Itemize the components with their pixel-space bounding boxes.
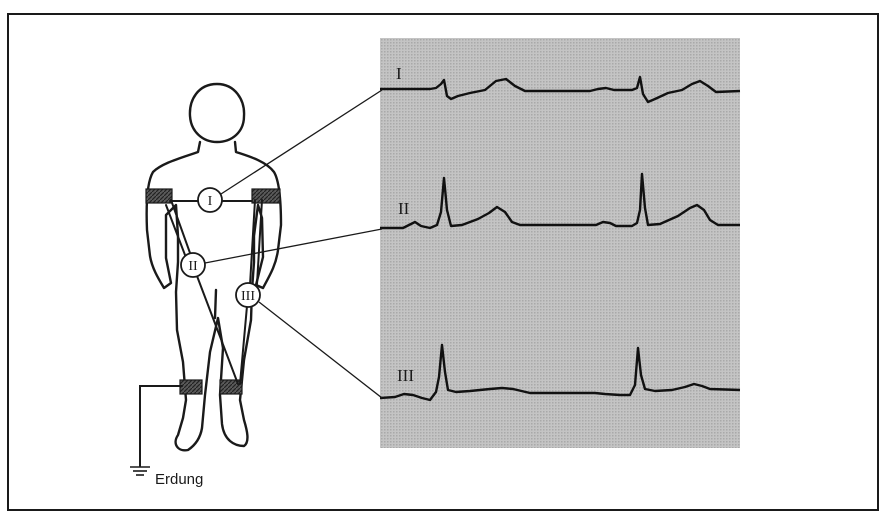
lead-label-1: I bbox=[396, 64, 402, 83]
lead-marker-3: III bbox=[236, 283, 260, 307]
figure-inner-leg bbox=[215, 290, 216, 318]
lead-marker-1-label: I bbox=[208, 194, 213, 209]
lead-marker-2-label: II bbox=[188, 259, 198, 274]
electrode-band-left-leg bbox=[220, 380, 242, 394]
lead-marker-1: I bbox=[198, 188, 222, 212]
electrode-band-right-arm bbox=[146, 189, 172, 203]
lead-label-2: II bbox=[398, 199, 410, 218]
electrode-band-right-leg bbox=[180, 380, 202, 394]
ground-label: Erdung bbox=[155, 471, 203, 488]
lead-marker-2: II bbox=[181, 253, 205, 277]
lead-marker-3-label: III bbox=[241, 289, 255, 304]
electrode-band-left-arm bbox=[252, 189, 280, 203]
lead-label-3: III bbox=[397, 366, 414, 385]
